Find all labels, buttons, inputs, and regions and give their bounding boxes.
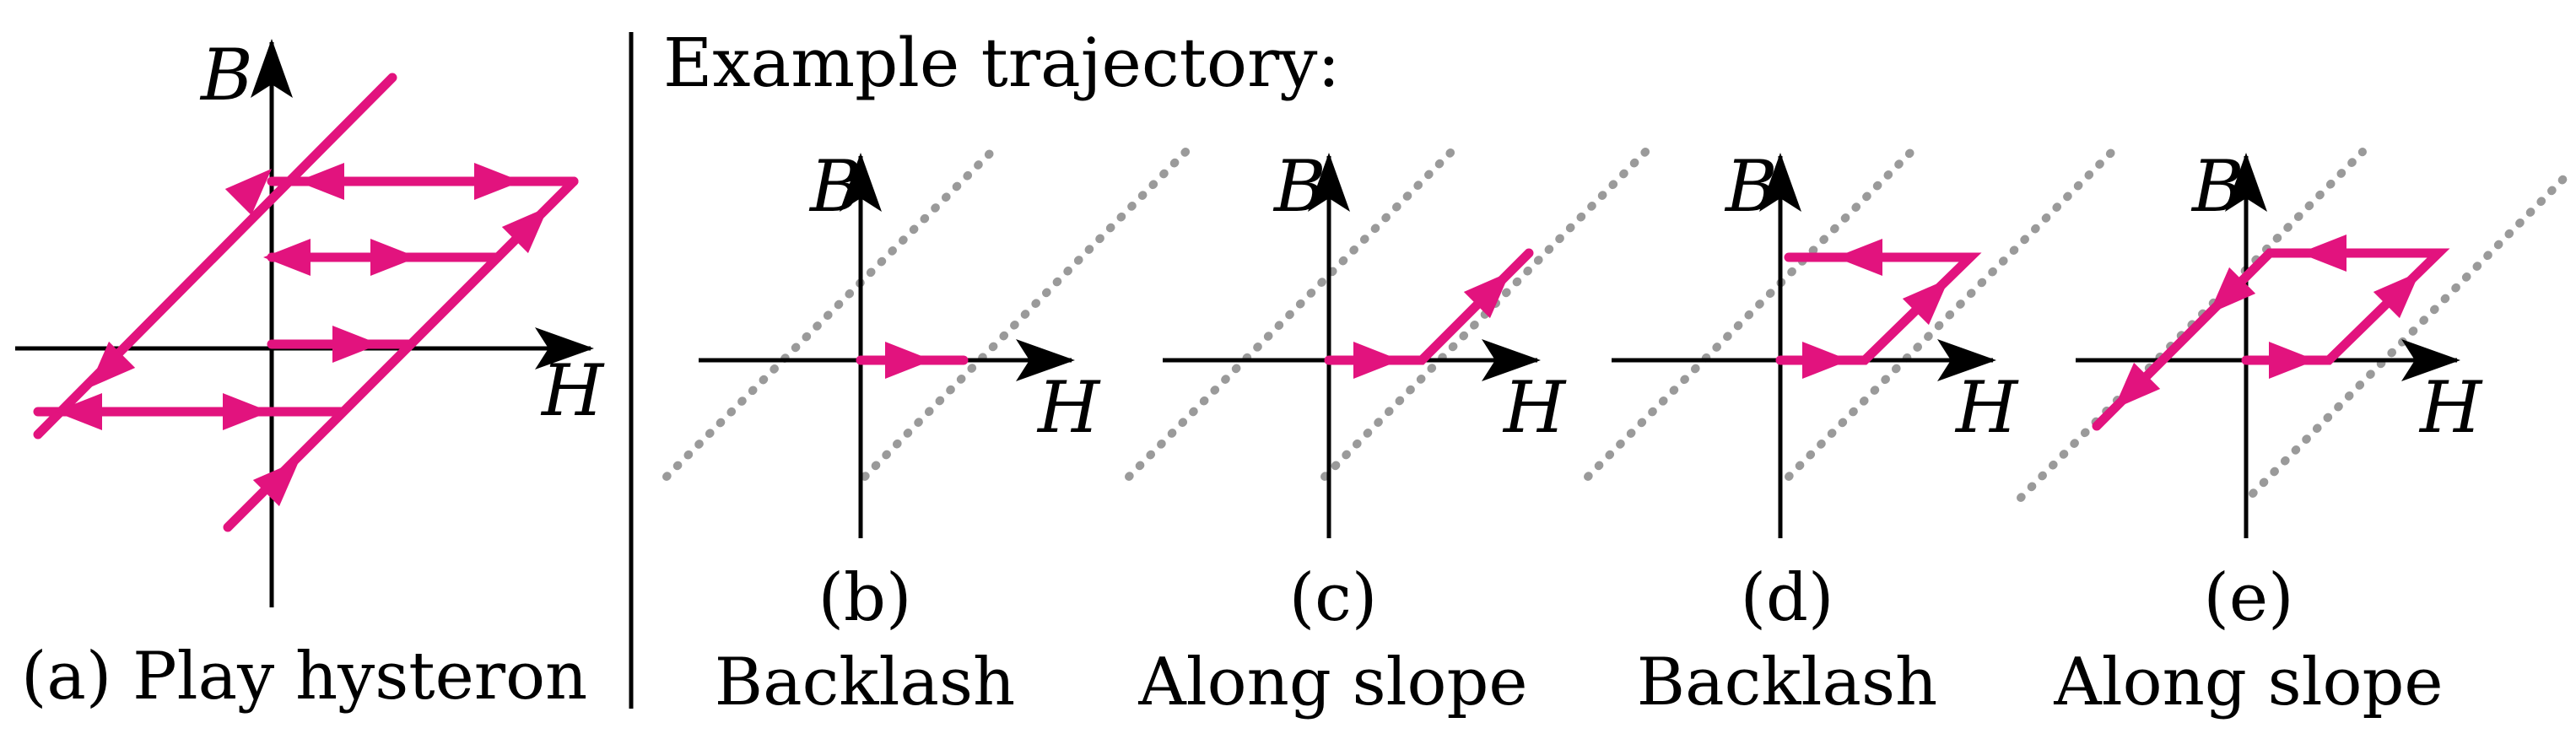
panel-e: B H (e) Along slope: [2017, 145, 2573, 720]
h-axis-label: H: [1954, 366, 2019, 449]
loop-arrowheads: [55, 163, 548, 507]
trajectory-arrowhead: [885, 342, 932, 379]
guide-left: [1584, 143, 1920, 481]
panel-d-tag: (d): [1741, 560, 1834, 636]
guide-lines: [2017, 148, 2573, 502]
h-axis-label: H: [1036, 366, 1101, 449]
panel-b: B H (b) Backlash: [662, 143, 1194, 720]
arrow-bottom-right-slope: [252, 460, 300, 507]
arrow-middle-right: [332, 326, 380, 363]
panel-c: B H (c) Along slope: [1125, 143, 1654, 720]
guide-left: [662, 143, 1000, 481]
trajectory-heading: Example trajectory:: [663, 24, 1340, 102]
trajectory: [2092, 248, 2450, 431]
panel-c-caption: Along slope: [1137, 645, 1527, 720]
panel-d-caption: Backlash: [1637, 645, 1937, 720]
panel-b-tag: (b): [818, 560, 912, 636]
guide-lines: [1125, 143, 1654, 481]
guide-lines: [1584, 143, 2120, 481]
trajectory-arrowheads: [1802, 239, 1949, 379]
b-axis-label: B: [2190, 145, 2244, 228]
arrow-top-left: [224, 169, 272, 216]
panel-e-caption: Along slope: [2053, 645, 2443, 720]
arrow-lower-branch-right: [223, 393, 270, 430]
h-axis-label: H: [2418, 366, 2483, 449]
hysteresis-loop: [33, 73, 579, 532]
arrow-top-branch-left: [297, 163, 344, 200]
arrow-lower-left-slope: [89, 341, 136, 388]
h-axis-label: H: [1502, 366, 1567, 449]
b-axis-label: B: [199, 34, 253, 116]
arrow-upper-left: [263, 239, 311, 276]
panel-a: B H (a) Play hysteron: [15, 34, 605, 715]
b-axis-label: B: [808, 145, 862, 228]
arrow-lower-branch-left: [55, 393, 102, 430]
panel-c-tag: (c): [1289, 560, 1378, 636]
panel-e-tag: (e): [2203, 560, 2293, 636]
panel-a-caption: (a) Play hysteron: [21, 639, 587, 715]
b-axis-label: B: [1724, 145, 1778, 228]
b-axis-label: B: [1272, 145, 1326, 228]
h-axis-label: H: [540, 349, 605, 432]
guide-right: [861, 143, 1194, 481]
guide-lines: [662, 143, 1194, 481]
panel-a-axes: [15, 39, 594, 607]
arrow-upper-right: [370, 239, 418, 276]
trajectory-arrowheads: [2114, 235, 2420, 409]
guide-left: [1125, 143, 1460, 481]
arrow-top-right: [501, 207, 548, 254]
arrow-top-branch-right: [474, 163, 521, 200]
guide-right: [2249, 169, 2573, 498]
guide-right: [1785, 143, 2120, 481]
panel-d: B H (d) Backlash: [1584, 143, 2120, 720]
panel-b-caption: Backlash: [715, 645, 1015, 720]
trajectory-arrowheads: [1353, 272, 1510, 379]
